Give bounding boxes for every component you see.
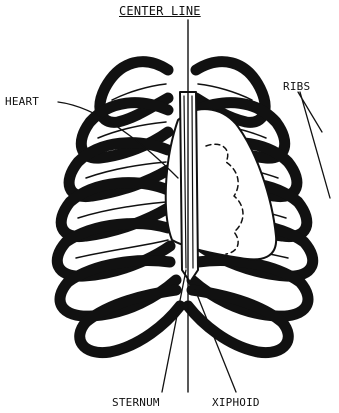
ribs-leader-2 — [300, 92, 330, 198]
xiphoid-label: XIPHOID — [212, 396, 260, 409]
center-line-label: CENTER LINE — [119, 4, 201, 18]
sternum-label: STERNUM — [112, 396, 160, 409]
ribs-label: RIBS — [283, 80, 310, 93]
sternum — [180, 92, 198, 282]
heart-label: HEART — [5, 95, 39, 108]
